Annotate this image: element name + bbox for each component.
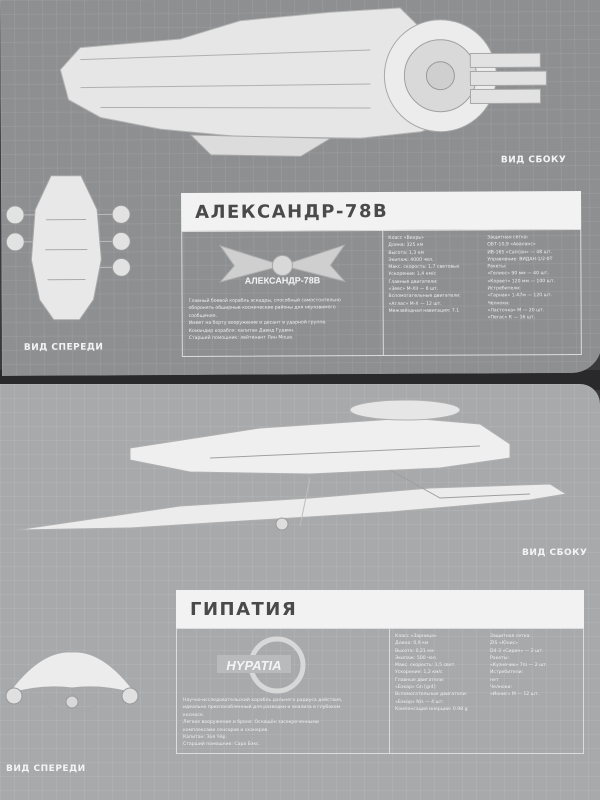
spec-line: «Пегас» К — 16 шт. xyxy=(487,315,536,321)
specs-left-column: Класс «Зарница» Длина: 0,9 км Высота: 0,… xyxy=(395,633,468,713)
spec-line: ZIS «Юнис» xyxy=(490,641,518,647)
spec-line: Макс. скорость: 1,5 свет. xyxy=(395,663,456,669)
spec-line: «Ионис» М — 12 шт. xyxy=(490,692,539,698)
top-page: ВИД СБОКУ ВИД СПЕРЕДИ АЛЕКСАНДР-78В АЛЕК… xyxy=(0,0,600,376)
description-line: комплексами сенсоров и сканеров. xyxy=(183,727,269,733)
spec-line: Управление: ВИДАН-1/2-0Т xyxy=(487,257,553,263)
spec-line: Защитная сетка: xyxy=(490,634,531,639)
ship-specs: Класс «Вихрь» Длина: 325 км Высота: 1,3 … xyxy=(382,229,581,356)
side-view-warship-illustration xyxy=(59,7,547,157)
spec-line: «Гарнак» 1-А7м — 120 шт. xyxy=(487,293,552,299)
ship-info-box: АЛЕКСАНДР-78В Главный боевой корабль эск… xyxy=(181,228,582,358)
side-view-label: ВИД СБОКУ xyxy=(500,155,567,166)
ship-title-bar: ГИПАТИЯ xyxy=(176,590,584,628)
front-view-warship-illustration xyxy=(5,175,131,321)
side-view-science-ship-illustration xyxy=(15,399,568,531)
ship-title: АЛЕКСАНДР-78В xyxy=(195,200,389,223)
spec-line: Главные двигатели: xyxy=(395,677,445,683)
front-view-label: ВИД СПЕРЕДИ xyxy=(6,764,86,774)
spec-line: «Гелиос» 90 мм — 40 шт. xyxy=(487,271,549,277)
spec-line: Челноки: xyxy=(490,685,513,691)
spec-line: «Кузнечик» 7m — 2 шт. xyxy=(490,663,548,669)
hypatia-emblem: HYPATIA xyxy=(217,636,306,694)
emblem-text: HYPATIA xyxy=(226,658,281,673)
spec-line: Длина: 0,9 км xyxy=(395,641,429,647)
ship-description: Главный боевой корабль эскадры, способны… xyxy=(189,297,379,342)
description-line: Старший помощник: лейтенант Лин Моше. xyxy=(188,335,294,342)
specs-right-column: Защитная сетка: ОБТ-10,9 «Аваланс» ИВ-16… xyxy=(487,234,555,322)
ship-title: ГИПАТИЯ xyxy=(190,599,298,620)
ship-title-bar: АЛЕКСАНДР-78В xyxy=(181,190,582,232)
spec-line: Компенсация инерции: 0.98 g xyxy=(395,706,468,712)
side-view-label: ВИД СБОКУ xyxy=(522,548,588,558)
spec-line: Межзвёздная навигация: 7.1 xyxy=(388,308,460,314)
front-view-label: ВИД СПЕРЕДИ xyxy=(23,342,104,353)
description-line: Научно-исследовательский корабль дальнег… xyxy=(183,698,343,703)
ship-description: Научно-исследовательский корабль дальнег… xyxy=(183,697,383,749)
description-line: космосе. xyxy=(183,712,205,718)
spec-line: Вспомогательные двигатели: xyxy=(388,293,461,300)
spec-line: Экипаж: 500 чел. xyxy=(395,655,438,661)
winged-emblem: АЛЕКСАНДР-78В xyxy=(219,244,346,286)
spec-line: Ракеты: xyxy=(490,655,510,661)
bottom-page: ВИД СБОКУ ВИД СПЕРЕДИ ГИПАТИЯ HYPATIA На… xyxy=(0,384,600,800)
spec-line: Истребители: xyxy=(490,670,524,676)
description-line: Капитан: Зоя Чёр. xyxy=(183,735,227,741)
specs-left-column: Класс «Вихрь» Длина: 325 км Высота: 1,3 … xyxy=(388,235,461,316)
description-line: идеально приспособленный для разведки и … xyxy=(183,705,341,711)
ship-info-box: HYPATIA Научно-исследовательский корабль… xyxy=(176,628,584,754)
spec-line: Вспомогательные двигатели: xyxy=(395,692,468,698)
description-line: Легкое вооружение и броня. Оснащён засек… xyxy=(183,720,319,726)
description-line: Старший помощник: Сара Бэкс. xyxy=(183,742,261,748)
ship-specs: Класс «Зарница» Длина: 0,9 км Высота: 0,… xyxy=(389,629,583,753)
spec-line: «Корвет» 120 мм — 100 шт. xyxy=(487,278,556,285)
spec-line: «Бэкар» N/s — 4 шт. xyxy=(395,699,444,705)
spec-line: «Бэкар» Gn [gr4] xyxy=(395,685,436,691)
spec-line: Класс «Зарница» xyxy=(395,634,437,639)
specs-right-column: Защитная сетка: ZIS «Юнис» D4-3 «Сирин» … xyxy=(490,633,547,699)
spec-line: нет xyxy=(490,677,499,683)
spec-line: Высота: 0,21 км xyxy=(395,648,434,654)
emblem-text: АЛЕКСАНДР-78В xyxy=(245,275,321,285)
front-view-science-ship-illustration xyxy=(5,651,139,713)
spec-line: Ускорение: 1,2 км/с xyxy=(395,670,443,676)
spec-line: D4-3 «Сирин» — 2 шт. xyxy=(490,648,544,654)
